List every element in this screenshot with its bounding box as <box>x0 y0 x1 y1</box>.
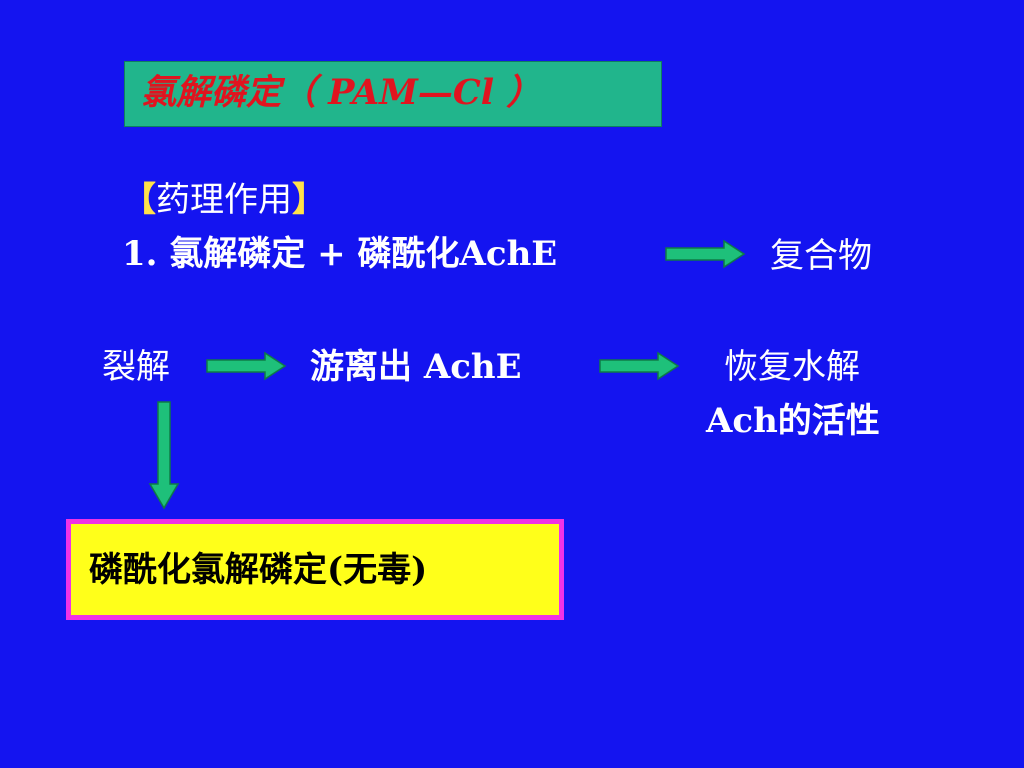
byproduct-label: 磷酰化氯解磷定(无毒) <box>89 550 428 590</box>
restore-line-1: 恢复水解 <box>724 347 860 387</box>
down-arrow-icon <box>148 401 180 510</box>
close-bracket: 】 <box>292 180 326 220</box>
section-heading-text: 药理作用 <box>156 180 292 220</box>
release-label: 游离出 AchE <box>310 347 522 387</box>
right-arrow-icon <box>206 351 287 381</box>
right-arrow-icon <box>665 239 746 269</box>
slide-title: 氯解磷定（ PAM—Cl ） <box>141 72 542 113</box>
section-heading: 【药理作用】 <box>122 178 326 222</box>
title-box: 氯解磷定（ PAM—Cl ） <box>124 61 662 127</box>
step1-reactants: 1. 氯解磷定 + 磷酰化AchE <box>122 234 558 274</box>
step1-product: 复合物 <box>770 236 872 276</box>
cleave-label: 裂解 <box>102 347 170 387</box>
byproduct-box: 磷酰化氯解磷定(无毒) <box>66 519 564 620</box>
open-bracket: 【 <box>122 180 156 220</box>
right-arrow-icon <box>599 351 680 381</box>
restore-line-2: Ach的活性 <box>706 401 880 441</box>
